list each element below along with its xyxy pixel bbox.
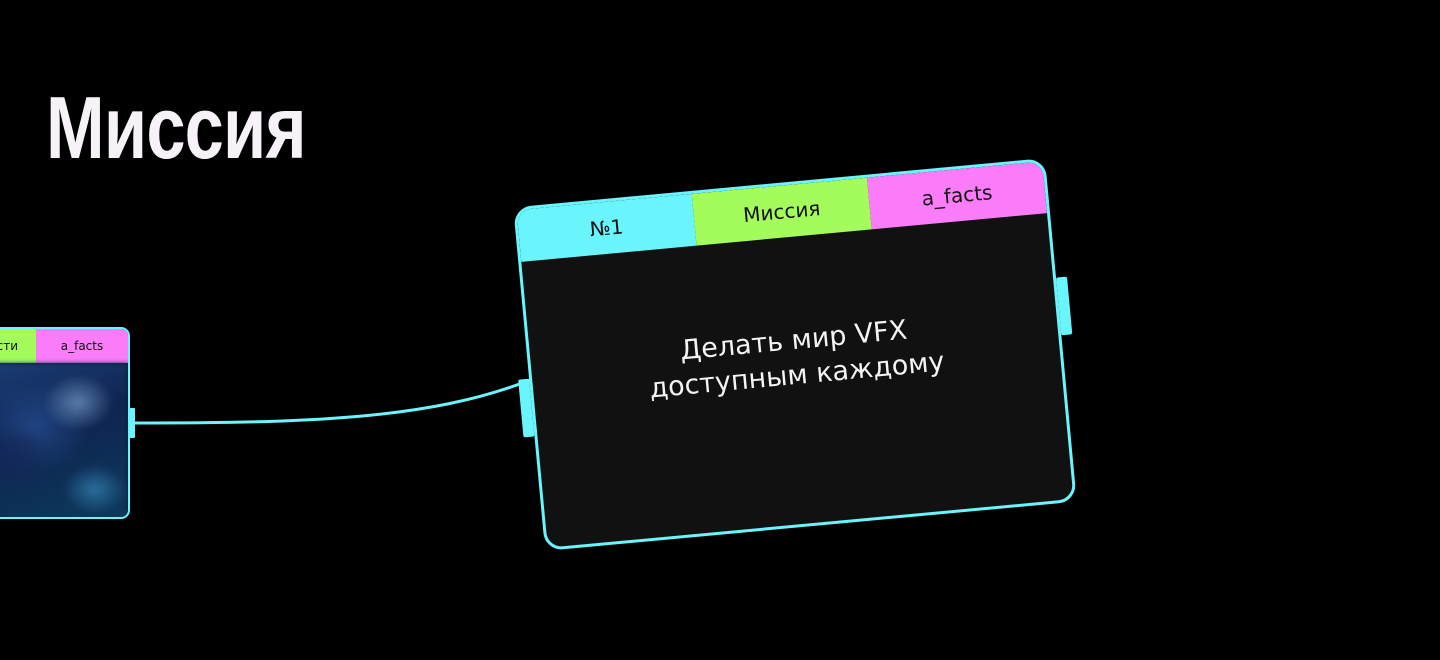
side-node-tabs: сти a_facts — [0, 329, 128, 363]
side-node-tab-source[interactable]: a_facts — [36, 329, 128, 363]
mission-node-tab-number[interactable]: №1 — [516, 193, 697, 262]
mission-node-body: №1 Миссия a_facts Делать мир VFX доступн… — [513, 158, 1077, 551]
side-node-output-port[interactable] — [128, 408, 135, 438]
side-node-tab-category[interactable]: сти — [0, 329, 36, 363]
page-title: Миссия — [46, 78, 307, 177]
mission-statement: Делать мир VFX доступным каждому — [529, 299, 1061, 417]
mission-node-tab-category[interactable]: Миссия — [691, 177, 872, 246]
side-node-card[interactable]: сти a_facts — [0, 327, 130, 519]
mission-node-card[interactable]: №1 Миссия a_facts Делать мир VFX доступн… — [513, 158, 1077, 551]
mission-node-tab-source[interactable]: a_facts — [866, 161, 1048, 230]
mission-node-tabs: №1 Миссия a_facts — [516, 161, 1048, 262]
side-node-image — [0, 363, 128, 517]
